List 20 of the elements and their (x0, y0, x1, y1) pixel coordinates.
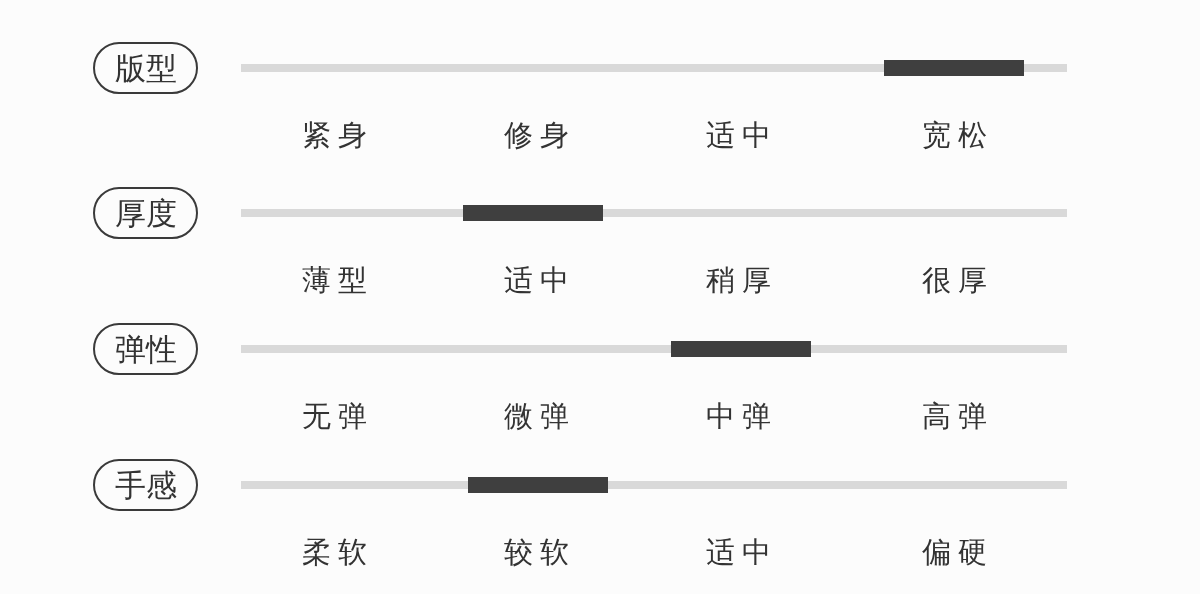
scale-label: 适中 (504, 265, 576, 295)
pill-label: 手感 (93, 459, 198, 511)
scale-label: 很厚 (922, 265, 994, 295)
scale-label: 无弹 (302, 401, 374, 431)
pill-label: 弹性 (93, 323, 198, 375)
scale-label: 偏硬 (922, 537, 994, 567)
scale-label: 宽松 (922, 120, 994, 150)
scale-label: 高弹 (922, 401, 994, 431)
scale-label: 薄型 (302, 265, 374, 295)
pill-label: 版型 (93, 42, 198, 94)
pill-label: 厚度 (93, 187, 198, 239)
scale-label: 稍厚 (706, 265, 778, 295)
scale-label: 适中 (706, 537, 778, 567)
scale-label: 微弹 (504, 401, 576, 431)
scale-label: 较软 (504, 537, 576, 567)
scale-label: 中弹 (706, 401, 778, 431)
scale-label: 修身 (504, 120, 576, 150)
scale-label: 柔软 (302, 537, 374, 567)
scale-label: 适中 (706, 120, 778, 150)
scale-label: 紧身 (302, 120, 374, 150)
